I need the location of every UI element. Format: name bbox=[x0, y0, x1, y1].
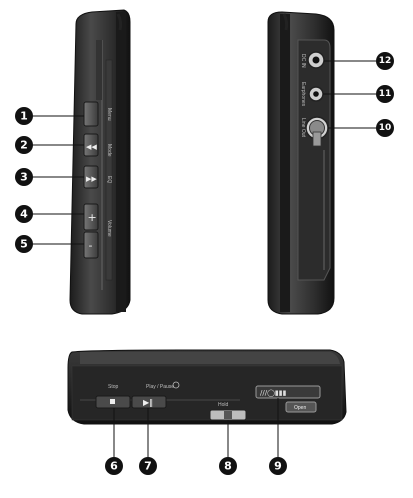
plus-icon: + bbox=[88, 211, 97, 224]
callout-9-number: 9 bbox=[274, 460, 282, 473]
callout-7-number: 7 bbox=[144, 460, 152, 473]
callout-4-number: 4 bbox=[20, 208, 28, 221]
stop-icon bbox=[110, 399, 115, 404]
left-side-view: ◀◀ ▶▶ + - Menu Mode EQ Volume 1 2 3 4 bbox=[15, 10, 130, 314]
minus-icon: - bbox=[89, 239, 93, 252]
callout-2-number: 2 bbox=[20, 139, 28, 152]
dc-in-label: DC IN bbox=[300, 54, 306, 68]
menu-label: Menu bbox=[106, 108, 112, 121]
hold-label: Hold bbox=[218, 402, 229, 408]
play-pause-icon: ▶‖ bbox=[143, 398, 153, 407]
line-out-label: Line Out bbox=[300, 118, 306, 138]
callout-5-number: 5 bbox=[20, 238, 28, 251]
next-icon: ▶▶ bbox=[86, 175, 97, 183]
callout-1-number: 1 bbox=[20, 110, 28, 123]
open-label: Open bbox=[294, 405, 306, 411]
earphones-label: Earphones bbox=[300, 82, 306, 107]
menu-button[interactable] bbox=[84, 102, 98, 126]
callout-6-number: 6 bbox=[110, 460, 118, 473]
top-view: Stop Play / Pause ▶‖ Hold ///◯▮▮▮ Open 6… bbox=[68, 350, 346, 475]
previous-icon: ◀◀ bbox=[86, 143, 97, 151]
open-slider-grip: ///◯▮▮▮ bbox=[260, 389, 287, 397]
volume-label: Volume bbox=[106, 220, 112, 237]
eq-label: EQ bbox=[106, 176, 112, 183]
right-side-view: DC IN Earphones Line Out 12 11 10 bbox=[268, 12, 394, 314]
mode-label: Mode bbox=[106, 144, 112, 157]
stop-label: Stop bbox=[108, 384, 119, 390]
callout-8: 8 bbox=[219, 420, 237, 475]
callout-10-number: 10 bbox=[379, 123, 392, 133]
callout-10: 10 bbox=[328, 119, 394, 137]
callout-11-number: 11 bbox=[379, 89, 392, 99]
callout-8-number: 8 bbox=[224, 460, 232, 473]
play-pause-label: Play / Pause bbox=[146, 384, 174, 390]
callout-12-number: 12 bbox=[379, 56, 392, 66]
callout-3-number: 3 bbox=[20, 171, 28, 184]
